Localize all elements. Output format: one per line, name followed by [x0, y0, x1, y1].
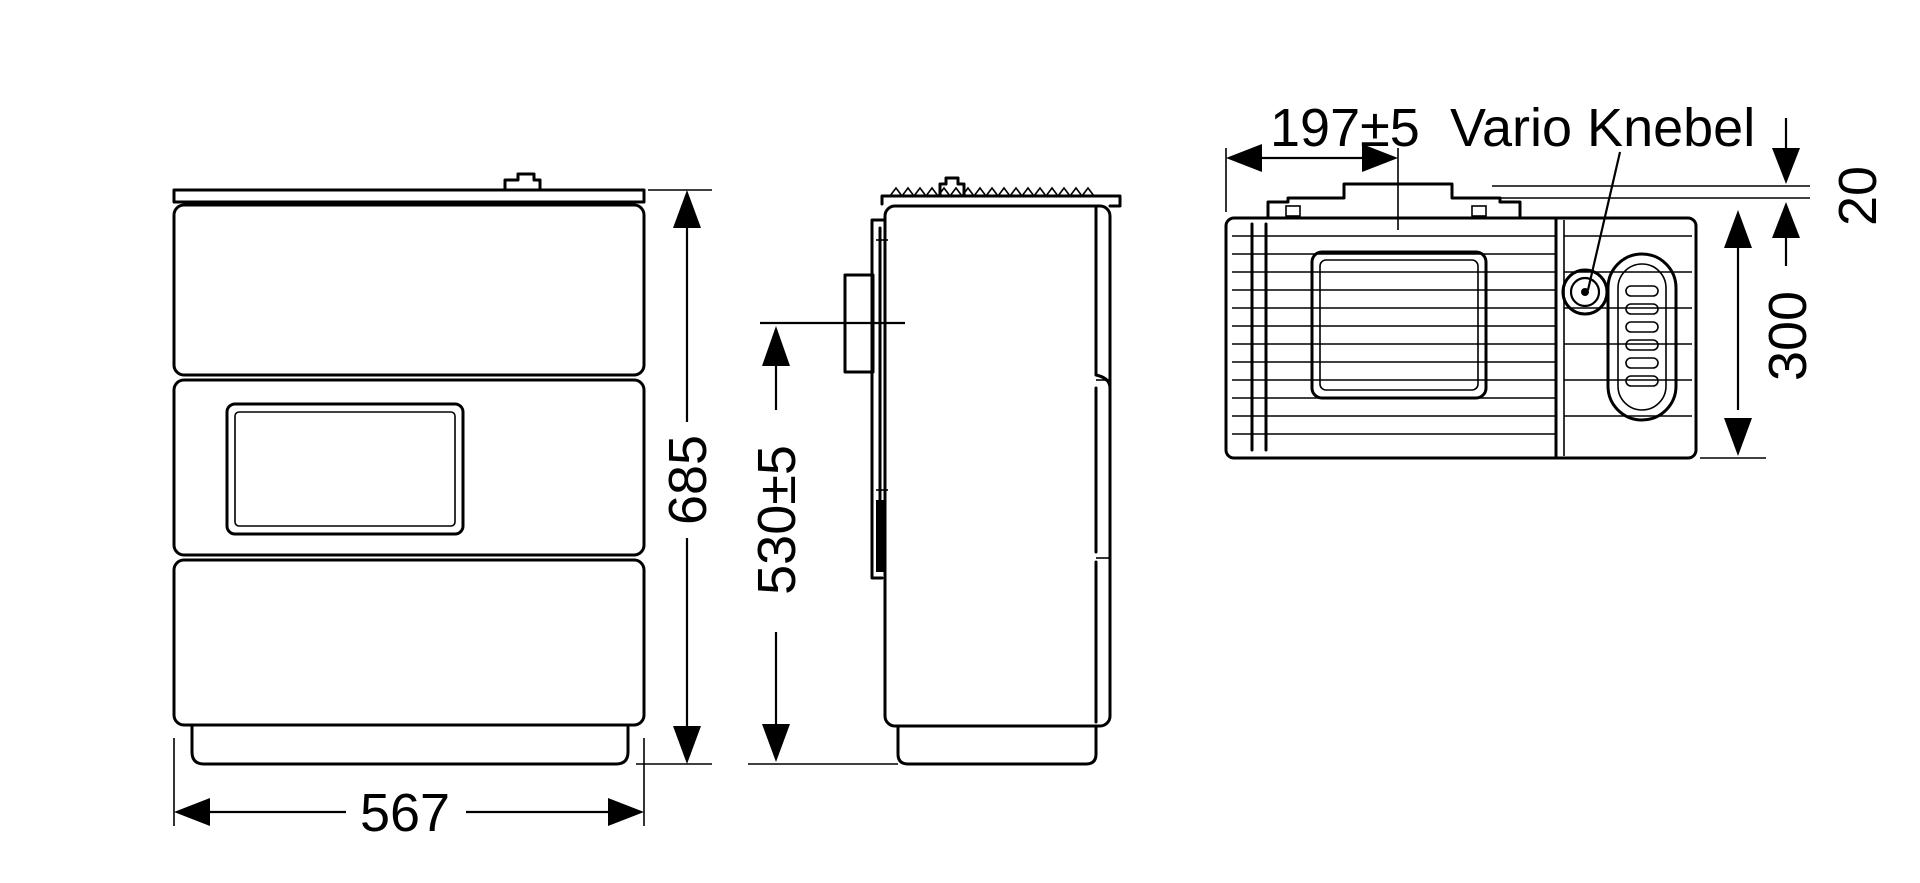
dim-685-label: 685 — [658, 435, 718, 525]
dim-685-arrow-bottom — [673, 726, 701, 764]
side-base — [896, 726, 1098, 766]
dim-20-arrow-top — [1772, 148, 1800, 184]
dim-side-height: 530±5 — [747, 326, 898, 765]
top-oval-grate-outer — [1606, 252, 1678, 422]
side-top-plate — [880, 194, 1122, 208]
dim-685-arrow-top — [673, 190, 701, 228]
dim-567-label: 567 — [360, 783, 450, 843]
vario-knebel-label: Vario Knebel — [1450, 98, 1755, 158]
top-bracket-lug-right — [1471, 205, 1487, 217]
top-oval-grate-slots — [1625, 285, 1659, 387]
top-body — [1224, 216, 1698, 460]
dim-197-label: 197±5 — [1270, 98, 1420, 158]
front-middle-panel — [172, 378, 646, 557]
front-view — [172, 172, 646, 766]
dim-197-arrow-right — [1362, 144, 1398, 172]
top-window-inner — [1319, 259, 1479, 391]
front-top-knob — [503, 172, 542, 192]
dim-567-arrow-left — [174, 798, 210, 826]
dim-567-arrow-right — [608, 798, 644, 826]
dim-300-arrow-top — [1724, 210, 1752, 248]
dim-530-arrow-top — [762, 326, 790, 366]
front-viewing-window-outer — [225, 402, 465, 536]
dim-197-arrow-left — [1226, 144, 1262, 172]
top-view — [1224, 182, 1698, 460]
front-viewing-window-inner — [234, 411, 456, 527]
side-top-knob — [938, 176, 966, 198]
front-upper-panel — [172, 203, 646, 377]
front-top-plate — [172, 188, 646, 204]
front-lower-panel — [172, 558, 646, 727]
vario-knebel-callout: Vario Knebel — [1450, 98, 1755, 291]
dim-top-offset: 197±5 — [1225, 98, 1420, 230]
dim-top-depth: 300 — [1700, 210, 1818, 459]
side-door-edge — [870, 218, 887, 580]
vario-knob-center — [1581, 288, 1589, 296]
dim-20-label: 20 — [1828, 166, 1888, 226]
side-view — [760, 176, 1122, 766]
dim-front-height: 685 — [636, 189, 718, 765]
vario-knebel-leader — [1586, 151, 1622, 291]
dim-20-arrow-bottom — [1772, 202, 1800, 238]
side-rear-upper — [1094, 204, 1112, 390]
front-base — [190, 725, 630, 766]
top-window-outer — [1310, 250, 1488, 400]
side-top-serrations — [889, 186, 1095, 198]
top-grille — [1232, 235, 1692, 435]
dim-300-arrow-bottom — [1724, 418, 1752, 456]
side-door-handle — [876, 500, 885, 572]
top-bracket-lug-left — [1285, 205, 1301, 217]
dim-530-arrow-bottom — [762, 724, 790, 762]
top-rear-bracket — [1266, 182, 1522, 220]
dim-top-clearance: 20 — [1492, 118, 1888, 266]
side-body — [883, 204, 1112, 728]
vario-knob-inner — [1569, 276, 1601, 308]
top-oval-grate-inner — [1617, 263, 1667, 411]
dim-530-label: 530±5 — [747, 445, 807, 595]
dim-300-label: 300 — [1758, 291, 1818, 381]
dim-front-width: 567 — [173, 738, 645, 843]
